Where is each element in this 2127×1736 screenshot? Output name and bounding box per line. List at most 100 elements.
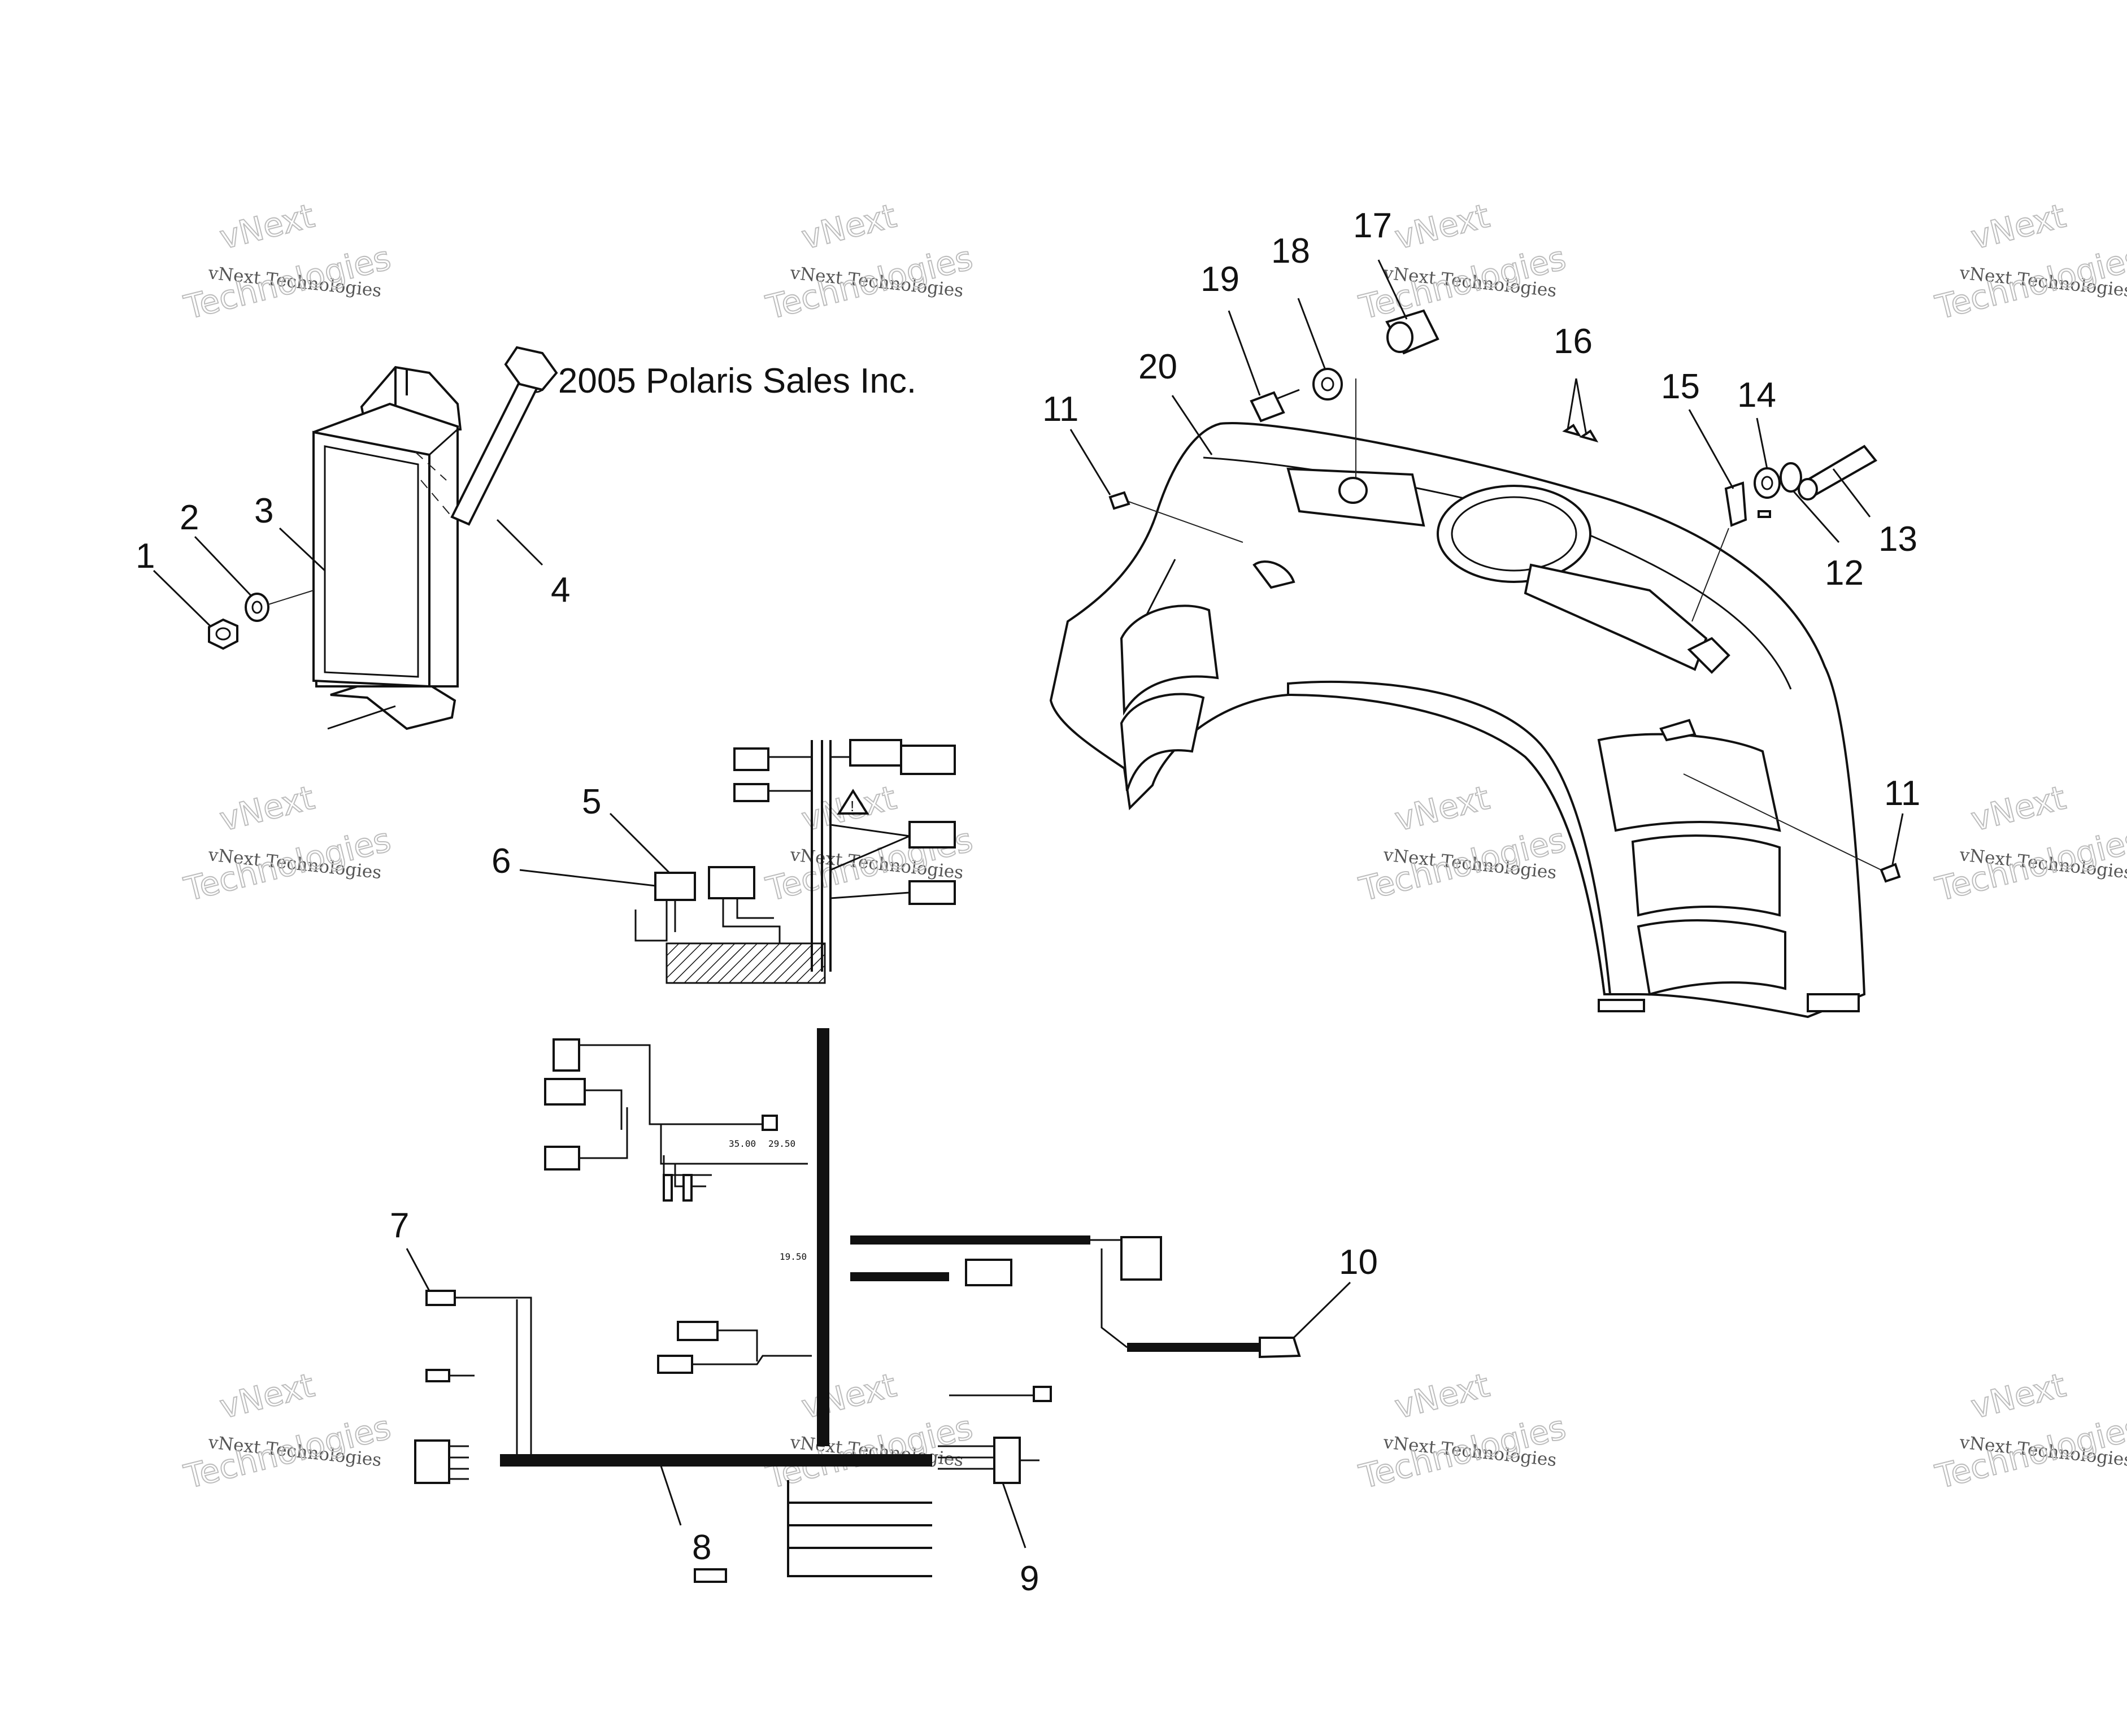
leader-19	[1228, 310, 1261, 396]
leader-1	[153, 569, 211, 627]
bottom-tab-1	[1598, 999, 1645, 1012]
leader-15	[1688, 409, 1734, 489]
screw-axis-left	[1128, 501, 1243, 543]
mid-wire-runs	[579, 1044, 808, 1187]
leader-20	[1171, 395, 1213, 455]
switch-nut-part-18	[1312, 368, 1343, 401]
connector-lower-2	[657, 1355, 693, 1374]
watermark: vNext vNext Technologies Technologies	[762, 196, 977, 328]
leader-4	[496, 519, 543, 566]
callout-1: 1	[136, 537, 155, 576]
svg-text:Technologies: Technologies	[1355, 238, 1569, 327]
right-vent-upper	[1597, 733, 1781, 832]
washer-axis-line	[268, 590, 314, 605]
warning-glyph: !	[850, 798, 854, 815]
connector-upper-5	[908, 821, 956, 849]
connector-upper-3	[849, 739, 902, 767]
screw-part-11-left	[1108, 491, 1130, 510]
terminal-2	[682, 1174, 693, 1202]
connector-branch-2	[965, 1259, 1012, 1286]
left-branch-wires	[449, 1296, 532, 1455]
callout-17: 17	[1353, 206, 1392, 245]
callout-16: 16	[1554, 322, 1593, 361]
key-blade	[1277, 389, 1300, 399]
nut-part-1	[208, 618, 238, 650]
switch-nut-hole	[1321, 377, 1334, 391]
watermark: vNext vNext Technologies Technologies	[1931, 778, 2127, 910]
leader-3	[279, 527, 326, 572]
left-vent-upper	[1120, 604, 1219, 716]
right-vent-lower	[1637, 919, 1786, 996]
svg-text:vNext: vNext	[1391, 197, 1493, 257]
connector-lower-1	[677, 1321, 719, 1341]
bolt-shank-part-4	[450, 368, 544, 526]
mid-splice-tab	[762, 1115, 778, 1131]
screw-axis-right	[1683, 773, 1882, 871]
svg-text:vNext: vNext	[1391, 1366, 1493, 1426]
washer-part-12	[1780, 462, 1802, 493]
svg-text:vNext: vNext	[1967, 197, 2069, 257]
connector-part-10	[1259, 1337, 1301, 1359]
svg-text:vNext: vNext	[216, 197, 318, 257]
callout-7: 7	[390, 1206, 409, 1245]
leader-16-a	[1567, 378, 1577, 430]
bottom-tab-2	[1807, 993, 1860, 1012]
bolt-axis-dashed	[420, 480, 453, 517]
callout-14: 14	[1737, 376, 1776, 415]
nut-hole	[215, 627, 231, 641]
connector-part-9-upper	[1033, 1386, 1052, 1402]
ignition-switch-face	[1386, 321, 1413, 353]
callout-19: 19	[1200, 260, 1239, 299]
module-lead-wire	[327, 705, 396, 730]
sensor-part-7	[425, 1290, 456, 1306]
copyright-text: © 2005 Polaris Sales Inc.	[523, 362, 916, 401]
dim-label-b: 35.00	[729, 1138, 756, 1149]
connector-upper-4	[900, 745, 956, 775]
branch-wires	[1090, 1239, 1128, 1348]
rivet-part-16-b	[1579, 429, 1599, 443]
leader-8	[660, 1465, 682, 1526]
watermark: vNext vNext Technologies Technologies	[180, 196, 395, 328]
key-switch-hole	[1338, 477, 1368, 504]
dim-label-a: 29.50	[768, 1138, 795, 1149]
washer-hole	[251, 601, 263, 614]
sensor-lower	[425, 1369, 450, 1382]
callout-10: 10	[1339, 1243, 1378, 1282]
svg-text:vNext: vNext	[1391, 778, 1493, 839]
svg-text:Technologies: Technologies	[1355, 820, 1569, 908]
svg-text:Technologies: Technologies	[180, 1408, 394, 1496]
lower-wire-runs	[692, 1329, 812, 1365]
part-9-wires	[938, 1394, 1039, 1470]
module-box-inset	[324, 445, 419, 678]
connector-upper-1	[733, 747, 769, 771]
watermark: vNext vNext Technologies Technologies	[1931, 196, 2127, 328]
cdi-module-assembly	[208, 346, 558, 730]
svg-text:Technologies: Technologies	[180, 238, 394, 327]
watermark: vNext vNext Technologies Technologies	[1355, 1365, 1570, 1497]
leader-2	[194, 536, 253, 597]
svg-text:vNext: vNext	[798, 1366, 900, 1426]
connector-bottom	[694, 1568, 727, 1583]
upper-wire-runs	[768, 756, 910, 899]
right-gauge-opening	[1524, 563, 1708, 671]
callout-8: 8	[692, 1528, 711, 1567]
screw-part-11-right	[1880, 863, 1901, 883]
harness-loop-lines	[787, 1480, 932, 1577]
leader-17	[1377, 259, 1408, 320]
switch-body-end	[1798, 478, 1818, 501]
leader-9	[1002, 1482, 1026, 1548]
svg-text:vNext: vNext	[216, 1366, 318, 1426]
leader-11-right	[1891, 813, 1904, 865]
svg-text:Technologies: Technologies	[1355, 1408, 1569, 1496]
svg-text:Technologies: Technologies	[1932, 238, 2127, 327]
svg-text:vNext: vNext	[798, 197, 900, 257]
center-gauge-opening	[1437, 485, 1591, 583]
terminal-1	[663, 1174, 673, 1202]
lower-clip	[1659, 719, 1697, 742]
leader-lines	[153, 259, 1904, 1548]
connector-branch-1	[1120, 1236, 1162, 1281]
leader-13	[1832, 468, 1871, 517]
module-box-edge	[428, 428, 459, 456]
connector-mid-1	[553, 1038, 580, 1072]
